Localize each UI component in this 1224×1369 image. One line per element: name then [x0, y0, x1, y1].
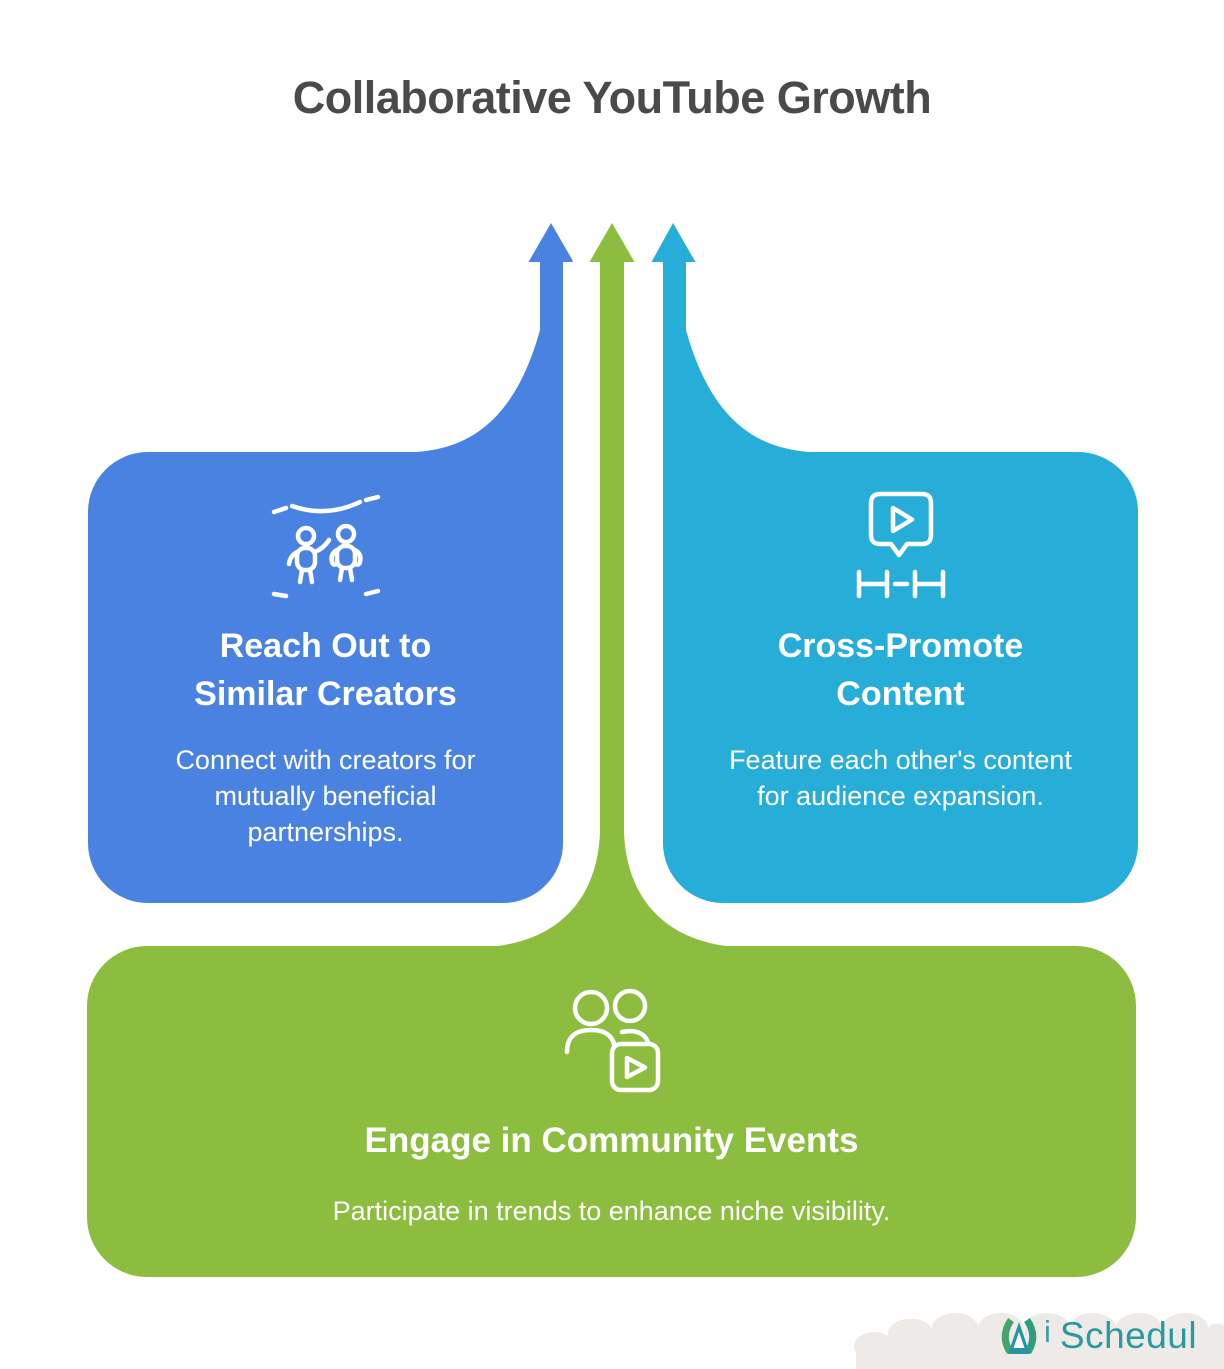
card-reach-out-heading: Reach Out to Similar Creators	[88, 622, 563, 718]
heading-line: Content	[836, 675, 965, 713]
heading-line: Cross-Promote	[777, 627, 1024, 665]
green-card-arrow-shape	[70, 206, 1153, 1294]
brand-i-letter: i	[1044, 1314, 1051, 1349]
video-message-link-icon	[856, 491, 945, 599]
cyan-card-arrow-shape	[651, 223, 1138, 903]
card-reach-out: Reach Out to Similar Creators Connect wi…	[88, 452, 563, 903]
card-community-events: Engage in Community Events Participate i…	[87, 946, 1136, 1277]
card-community-events-body: Participate in trends to enhance niche v…	[332, 1196, 891, 1226]
card-cross-promote: Cross-Promote Content Feature each other…	[663, 452, 1138, 903]
page-title: Collaborative YouTube Growth	[292, 72, 932, 123]
card-cross-promote-body: Feature each other's content for audienc…	[729, 745, 1072, 811]
community-video-icon	[564, 988, 660, 1093]
brand-name: Schedul	[1059, 1315, 1198, 1356]
people-partnership-icon	[271, 494, 380, 599]
card-cross-promote-heading: Cross-Promote Content	[663, 622, 1138, 718]
card-reach-out-body: Connect with creators for mutually benef…	[175, 745, 476, 847]
brand-a-logo-icon	[1001, 1318, 1037, 1354]
card-community-events-heading: Engage in Community Events	[87, 1116, 1136, 1165]
heading-line: Similar Creators	[194, 675, 457, 713]
watermark-scallop-shape	[854, 1313, 1224, 1369]
heading-line: Reach Out to	[219, 627, 432, 665]
heading-line: Engage in Community Events	[364, 1121, 859, 1160]
brand-watermark: i Schedul	[996, 1312, 1197, 1360]
